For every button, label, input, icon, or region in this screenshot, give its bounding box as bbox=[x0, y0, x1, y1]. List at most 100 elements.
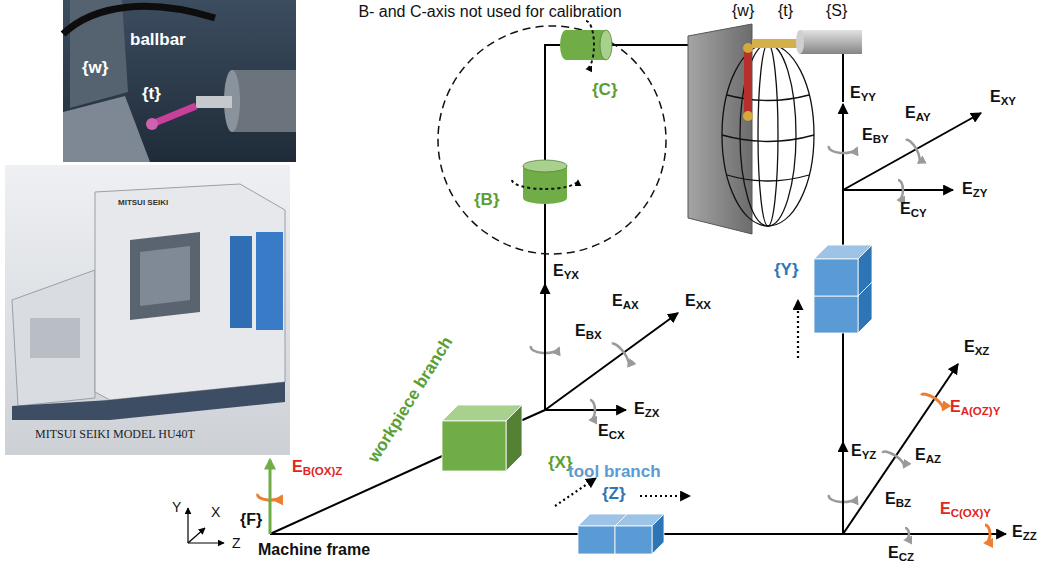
machine-photo bbox=[12, 270, 95, 406]
error-subscript: ZX bbox=[645, 407, 660, 419]
rotary-axis-cylinder-outline bbox=[522, 160, 568, 204]
error-symbol: E bbox=[685, 292, 696, 309]
error-symbol: E bbox=[575, 322, 586, 339]
coordinate-axes bbox=[545, 409, 626, 411]
error-subscript: BZ bbox=[896, 497, 911, 509]
linear-axis-block: {Y} bbox=[814, 245, 872, 333]
rotary-axis-cylinder: {C} bbox=[560, 30, 612, 60]
block-face bbox=[814, 259, 858, 296]
linear-axis-block-outline bbox=[578, 514, 664, 554]
machine-frame-axes bbox=[188, 542, 224, 543]
axis-letter: Z bbox=[232, 535, 241, 551]
error-symbol: E bbox=[940, 500, 951, 517]
error-label: EAX bbox=[612, 292, 639, 310]
rotation-error-arc bbox=[898, 180, 903, 200]
rotation-error-arc bbox=[590, 400, 595, 420]
error-subscript: XZ bbox=[975, 345, 990, 357]
ballbar-sphere bbox=[722, 44, 814, 226]
error-symbol: E bbox=[553, 262, 564, 279]
error-subscript: B(OX)Z bbox=[303, 465, 343, 477]
error-symbol: E bbox=[851, 442, 862, 459]
setup-photo bbox=[63, 6, 215, 34]
frame-label: {S} bbox=[826, 2, 847, 20]
ballbar-sphere bbox=[800, 30, 862, 54]
setup-photo bbox=[63, 96, 150, 162]
error-label: EXZ bbox=[964, 338, 989, 356]
machine-photo bbox=[5, 165, 290, 455]
block-face bbox=[858, 245, 872, 296]
error-subscript: CY bbox=[911, 207, 927, 219]
error-symbol: E bbox=[950, 398, 961, 415]
error-subscript: YZ bbox=[862, 449, 877, 461]
error-subscript: XX bbox=[696, 299, 711, 311]
error-label: EA(OZ)Y bbox=[950, 398, 1000, 416]
motion-arrow bbox=[797, 300, 799, 358]
error-label: EAZ bbox=[915, 446, 941, 464]
machine-photo bbox=[140, 246, 190, 306]
setup-photo bbox=[63, 0, 296, 162]
photo-label: ballbar bbox=[130, 30, 186, 50]
error-label: ECY bbox=[900, 200, 927, 218]
axis-letter: Y bbox=[172, 499, 181, 515]
error-label: EZX bbox=[634, 400, 659, 418]
error-symbol: E bbox=[292, 458, 303, 475]
ballbar-sphere bbox=[743, 43, 753, 53]
coordinate-axes bbox=[842, 104, 844, 190]
error-label: ECZ bbox=[888, 544, 914, 562]
ballbar-sphere bbox=[722, 44, 814, 226]
frame-label: {t} bbox=[778, 2, 793, 20]
photo-label: {w} bbox=[82, 58, 108, 78]
branch-line bbox=[842, 54, 844, 102]
ballbar-sphere bbox=[743, 111, 753, 121]
motion-arrow bbox=[640, 495, 690, 497]
error-label: EBX bbox=[575, 322, 602, 340]
cylinder-end bbox=[523, 160, 567, 172]
error-label: EYY bbox=[850, 84, 876, 102]
rotation-error-arc bbox=[882, 452, 904, 468]
coordinate-axes bbox=[843, 364, 958, 534]
machine-photo bbox=[256, 232, 283, 330]
error-subscript: YX bbox=[564, 269, 579, 281]
coordinate-axes bbox=[843, 189, 953, 191]
photo-label: {t} bbox=[142, 84, 161, 104]
cylinder-end bbox=[600, 30, 612, 60]
rotation-arrow bbox=[512, 180, 578, 189]
machine-frame-axes bbox=[187, 508, 188, 543]
machine-frame-axes bbox=[188, 528, 205, 543]
error-subscript: AY bbox=[916, 111, 931, 123]
branch-line bbox=[270, 45, 843, 534]
error-symbol: E bbox=[905, 104, 916, 121]
ballbar-sphere bbox=[752, 39, 802, 48]
error-subscript: BY bbox=[873, 133, 889, 145]
ballbar-sphere bbox=[727, 175, 809, 181]
ballbar-sphere bbox=[722, 135, 814, 142]
axis-letter: X bbox=[211, 504, 220, 520]
kinematic-chain-line bbox=[522, 204, 545, 420]
frame-name: Machine frame bbox=[258, 541, 370, 559]
rotation-error-arc bbox=[612, 344, 629, 367]
ballbar-sphere bbox=[740, 44, 796, 226]
error-subscript: YY bbox=[861, 91, 876, 103]
linear-axis-block-outline bbox=[814, 245, 872, 333]
branch-label: tool branch bbox=[568, 462, 661, 482]
error-subscript: XY bbox=[1001, 95, 1016, 107]
setup-photo bbox=[196, 96, 232, 108]
axis-name: {Y} bbox=[774, 260, 799, 280]
coordinate-axes bbox=[545, 104, 1006, 534]
error-symbol: E bbox=[634, 400, 645, 417]
error-label: EYX bbox=[553, 262, 579, 280]
error-symbol: E bbox=[915, 446, 926, 463]
cylinder-end bbox=[523, 192, 567, 204]
machine-photo bbox=[12, 382, 285, 420]
branch-line bbox=[270, 533, 600, 535]
machine-photo bbox=[30, 318, 80, 358]
error-symbol: E bbox=[888, 544, 899, 561]
block-face bbox=[442, 421, 506, 471]
error-label: EYZ bbox=[851, 442, 876, 460]
frame-vertical-arrow bbox=[270, 460, 271, 534]
region-note: B- and C-axis not used for calibration bbox=[358, 3, 621, 21]
axis-name: {B} bbox=[474, 190, 500, 210]
kinematic-chain-line bbox=[664, 333, 843, 534]
machine-photo bbox=[230, 236, 252, 328]
